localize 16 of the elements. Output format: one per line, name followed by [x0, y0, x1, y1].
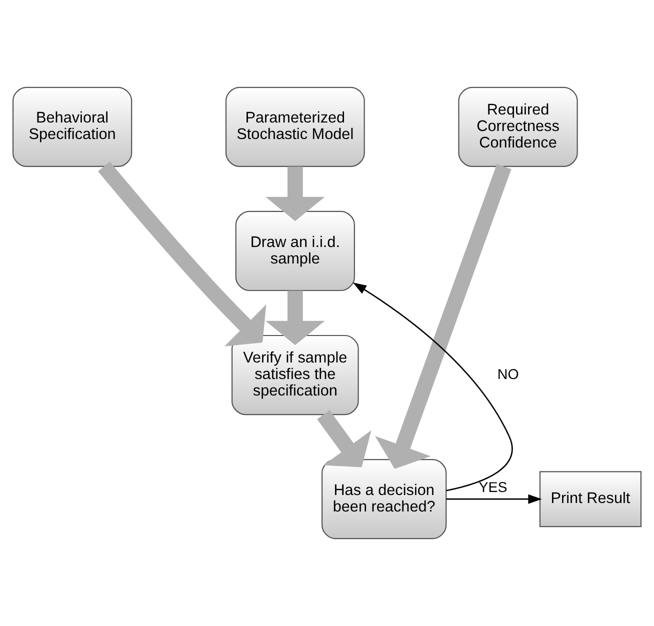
arrow: [266, 166, 325, 222]
edge-label: YES: [478, 480, 508, 496]
node-box: Behavioral Specification: [12, 86, 132, 167]
node-box: Required Correctness Confidence: [458, 86, 578, 167]
edge-label: NO: [497, 366, 519, 383]
node-box: Has a decision been reached?: [322, 459, 447, 540]
arrow: [266, 290, 325, 346]
arrow: [98, 162, 266, 346]
node-box: Draw an i.i.d. sample: [235, 210, 355, 292]
arrow: [375, 164, 512, 469]
arrow: [317, 410, 372, 468]
node-box: Verify if sample satisfies the specification: [231, 334, 359, 416]
node-box: Print Result: [539, 471, 642, 528]
arrow: [446, 494, 542, 504]
node-box: Parameterized Stochastic Model: [225, 86, 365, 167]
arrow: [352, 282, 513, 492]
